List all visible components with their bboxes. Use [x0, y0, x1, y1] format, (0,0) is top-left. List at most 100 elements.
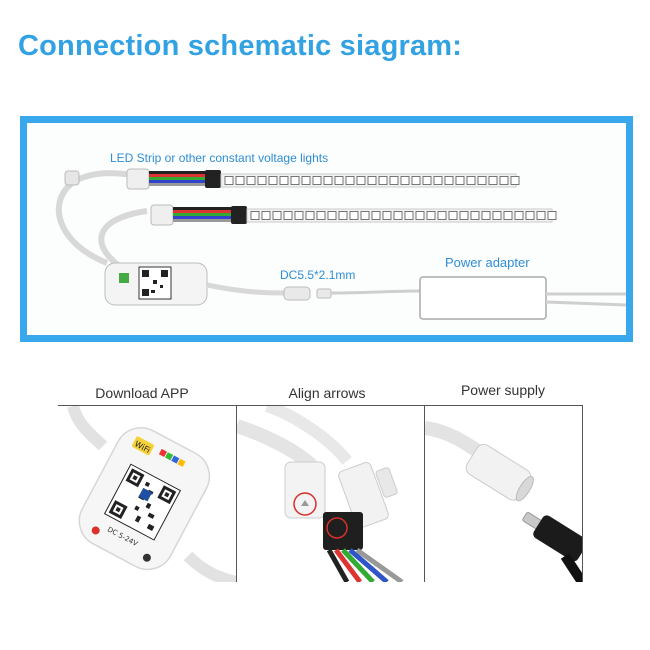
arrow-marker-highlight-1	[293, 492, 317, 516]
led-chip-icon	[488, 176, 498, 185]
led-chip-icon	[301, 176, 311, 185]
led-chip-icon	[316, 211, 326, 220]
led-chip-icon	[481, 211, 491, 220]
led-chip-icon	[393, 211, 403, 220]
led-chip-icon	[283, 211, 293, 220]
panel-download-app: WiFi DC 5-24V	[58, 406, 236, 582]
led-chip-icon	[547, 211, 557, 220]
panel-divider-2	[424, 405, 425, 582]
led-chip-icon	[250, 211, 260, 220]
led-chip-icon	[411, 176, 421, 185]
button-dot-icon	[142, 553, 151, 562]
dc-female-connector	[283, 286, 311, 301]
led-chip-icon	[290, 176, 300, 185]
led-chip-icon	[389, 176, 399, 185]
led-chip-icon	[470, 211, 480, 220]
controller-photo: WiFi DC 5-24V	[67, 406, 236, 582]
rainbow-wires-lower	[173, 207, 233, 222]
connector-upper	[126, 168, 150, 190]
dc-male-plug	[316, 288, 332, 299]
led-chip-icon	[437, 211, 447, 220]
led-chip-icon	[433, 176, 443, 185]
strip-clip-upper	[205, 170, 221, 188]
panel-divider-top	[58, 405, 582, 406]
led-chip-icon	[448, 211, 458, 220]
led-chip-icon	[510, 176, 520, 185]
led-strip-label: LED Strip or other constant voltage ligh…	[110, 151, 329, 165]
led-chip-icon	[466, 176, 476, 185]
led-chip-icon	[514, 211, 524, 220]
led-chip-icon	[224, 176, 234, 185]
led-chip-icon	[400, 176, 410, 185]
schematic-illustration	[55, 168, 626, 320]
panel-divider-3	[582, 405, 583, 582]
panel-align-arrows	[237, 406, 424, 582]
arrow-up-icon	[301, 500, 309, 506]
rainbow-ribbon-cable	[326, 547, 404, 582]
qr-code-large-icon	[103, 463, 182, 541]
strip-clip-lower	[231, 206, 247, 224]
controller-logo-icon	[119, 273, 129, 283]
led-chip-icon	[422, 176, 432, 185]
led-chip-icon	[426, 211, 436, 220]
rainbow-wires-upper	[149, 171, 207, 186]
led-chip-icon	[404, 211, 414, 220]
schematic-diagram: LED Strip or other constant voltage ligh…	[20, 116, 633, 342]
led-chip-icon	[536, 211, 546, 220]
led-chip-icon	[345, 176, 355, 185]
wifi-badge-icon	[132, 436, 154, 456]
led-chip-icon	[235, 176, 245, 185]
led-chip-icon	[349, 211, 359, 220]
connector-alignment-photo	[237, 406, 404, 582]
led-chip-icon	[334, 176, 344, 185]
led-chip-icon	[503, 211, 513, 220]
led-chip-icon	[268, 176, 278, 185]
male-connector-black	[323, 512, 363, 550]
male-plug-white	[338, 462, 389, 529]
led-chip-icon	[492, 211, 502, 220]
dc-connector-label: DC5.5*2.1mm	[280, 268, 356, 282]
led-chip-icon	[378, 176, 388, 185]
led-chip-icon	[455, 176, 465, 185]
led-chip-icon	[272, 211, 282, 220]
led-chip-icon	[294, 211, 304, 220]
led-chip-icon	[444, 176, 454, 185]
status-led-icon	[91, 526, 100, 535]
dc-jack-photo	[425, 421, 582, 582]
qr-code-large-pattern	[108, 468, 177, 531]
usb-plug-icon	[64, 170, 80, 186]
led-chip-icon	[459, 211, 469, 220]
page-title: Connection schematic siagram:	[18, 30, 463, 62]
cable-mid	[98, 208, 148, 271]
arrow-marker-highlight-2	[326, 517, 348, 539]
led-chip-icon	[356, 176, 366, 185]
led-chip-icon	[371, 211, 381, 220]
led-chip-icon	[261, 211, 271, 220]
led-chip-icon	[279, 176, 289, 185]
qr-pattern	[142, 270, 168, 296]
led-chip-icon	[312, 176, 322, 185]
panel-power-supply	[425, 406, 582, 582]
led-chip-icon	[360, 211, 370, 220]
dc-male-plug-body	[533, 515, 582, 562]
led-chip-icon	[323, 176, 333, 185]
step-caption-power: Power supply	[460, 382, 546, 398]
led-chip-icon	[246, 176, 256, 185]
power-adapter-label: Power adapter	[445, 255, 530, 270]
connector-lower	[150, 204, 174, 226]
led-chip-icon	[382, 211, 392, 220]
led-chips-lower	[250, 211, 557, 220]
panel-divider-1	[236, 405, 237, 582]
led-chip-icon	[338, 211, 348, 220]
led-chip-icon	[257, 176, 267, 185]
step-caption-align: Align arrows	[288, 385, 366, 401]
led-chip-icon	[415, 211, 425, 220]
cable-left	[55, 180, 109, 266]
led-chip-icon	[499, 176, 509, 185]
female-connector	[284, 461, 326, 519]
led-chips-upper	[224, 176, 520, 185]
step-caption-download: Download APP	[95, 385, 189, 401]
power-adapter-box	[419, 276, 547, 320]
led-chip-icon	[327, 211, 337, 220]
led-chip-icon	[305, 211, 315, 220]
